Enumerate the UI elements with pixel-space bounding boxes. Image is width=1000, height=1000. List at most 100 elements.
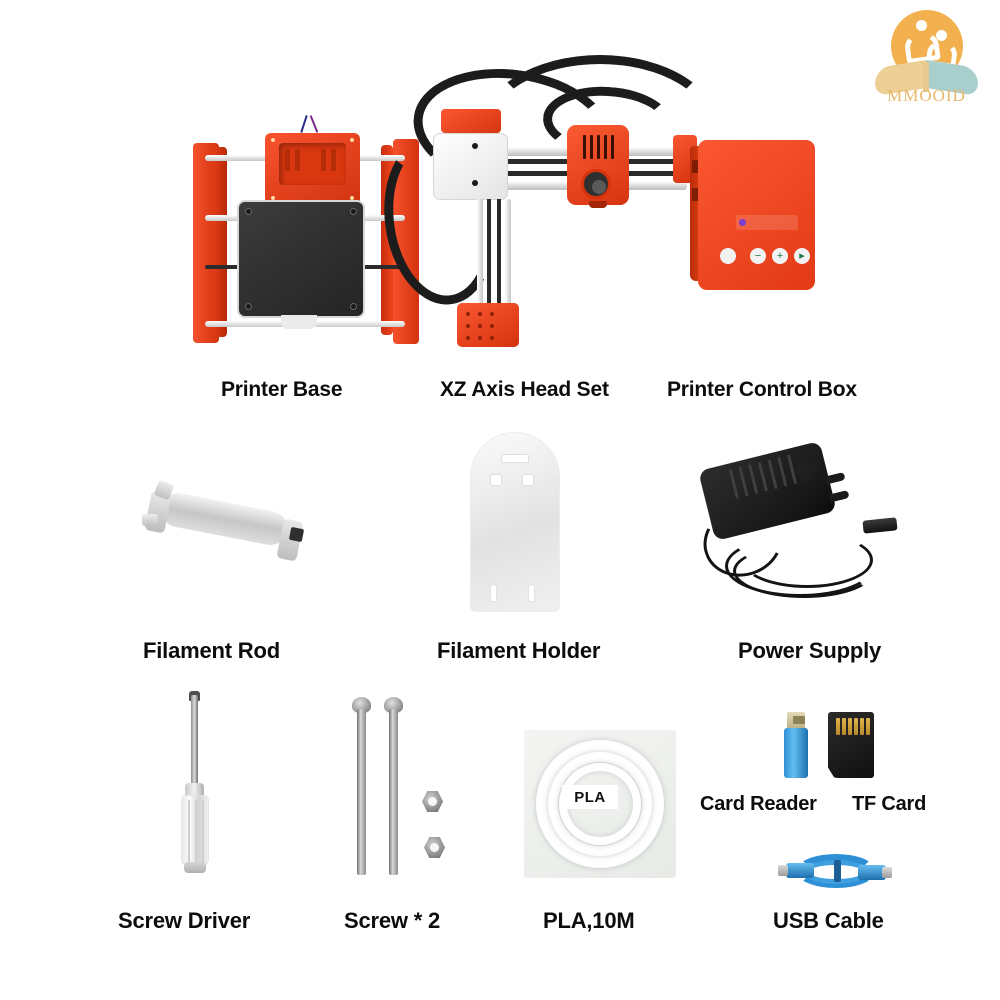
control-box-display [736,215,798,230]
wire-blue [300,115,308,133]
brand-wordmark: MMOOID [887,86,966,105]
screw-dot [350,138,354,142]
filament-coil-mid [548,752,652,856]
label-tf-card: TF Card [852,793,927,815]
tf-card-image [828,712,874,778]
base-hole [466,312,470,316]
brand-logo: MMOOID [869,6,984,106]
label-screw-driver: Screw Driver [118,908,251,933]
sd-contact-pin [854,718,858,735]
dc-cable-loop-3 [741,532,873,588]
label-screws: Screw * 2 [344,908,441,933]
handle-ridge [188,800,190,862]
screw-head-left [352,697,371,713]
wire-purple [309,115,319,133]
bed-front-tab [281,315,317,329]
rod-nub-bottom [142,514,158,526]
sd-contact-pin [836,718,840,735]
screw-dot [350,196,354,200]
minus-button[interactable]: − [750,248,766,264]
filament-holder-image [470,432,560,612]
screw-dot [271,138,275,142]
holder-keyhole-right [528,584,535,602]
holder-top-slot [501,454,529,463]
screw-dot [271,196,275,200]
usb-connector-tip [787,712,805,730]
base-hole [478,336,482,340]
label-usb-cable: USB Cable [773,908,884,933]
bed-screw [350,208,357,215]
cable-chain-top [480,55,720,205]
cooling-fan-icon [581,169,611,199]
adapter-fin [738,466,749,497]
play-button[interactable]: ▸ [794,248,810,264]
usb-cable-coil [796,854,876,888]
adapter-fin [748,464,759,495]
cable-tie [834,860,841,882]
base-hole [490,336,494,340]
usb-connector-a-metal [882,867,892,878]
screwdriver-shaft [191,695,198,787]
bed-carriage [265,133,360,205]
brand-dot-icon [739,219,746,226]
power-button[interactable] [720,248,736,264]
dc-cable-loop-2 [733,544,875,598]
port-slot-1 [692,160,699,173]
pla-filament-image: PLA [524,730,676,878]
z-motor-block [433,133,508,200]
screw-shaft-left [357,709,366,875]
vent-slot [590,135,593,159]
book-spine-icon [923,62,929,92]
usb-connector-b [786,863,814,878]
adapter-fin [777,456,788,487]
label-filament-holder: Filament Holder [437,638,601,663]
bed-screw [350,303,357,310]
xz-axis-head-image [373,55,720,360]
label-pla: PLA,10M [543,908,635,933]
printer-base-image [185,115,430,360]
screw-shaft-right [389,709,398,875]
bed-screw [245,303,252,310]
figure-head-right-icon [936,30,947,41]
control-box-body: − + ▸ [698,140,815,290]
port-slot-2 [692,188,699,201]
rod-tube [157,490,291,548]
vent-slot [597,135,600,159]
screwdriver-handle [181,795,209,867]
frame-rail-right [393,139,419,344]
screw-head-right [384,697,403,713]
holder-square-hole-left [490,474,502,486]
adapter-fin [728,469,739,499]
plus-button[interactable]: + [772,248,788,264]
filament-rod-image [140,479,315,570]
sd-contact-pin [866,718,870,735]
extruder-hot-end [567,125,629,208]
screwdriver-image [172,691,218,875]
usb-connector-b-metal [778,865,788,876]
adapter-fin [786,454,798,485]
label-card-reader: Card Reader [700,793,817,815]
label-filament-rod: Filament Rod [143,638,280,663]
handle-ridge [195,800,197,862]
dc-barrel-connector [862,517,898,534]
card-reader-body [784,728,808,778]
hex-nut-lower-hole [430,843,439,852]
label-xz-axis-head-set: XZ Axis Head Set [440,378,609,401]
base-hole [466,336,470,340]
heated-build-plate [237,200,365,318]
vent-slot [611,135,614,159]
nozzle [589,201,607,208]
base-hole [490,312,494,316]
z-base-block [457,303,519,347]
handle-ridge [202,800,204,862]
z-rail-left [477,199,483,307]
sd-contact-pin [848,718,852,735]
bed-screw [245,208,252,215]
usb-contacts [793,716,805,724]
base-hole [478,312,482,316]
z-leadscrew-1 [487,199,491,307]
label-printer-control-box: Printer Control Box [667,378,857,401]
screwdriver-end-cap [184,862,206,873]
pla-label: PLA [562,785,618,809]
